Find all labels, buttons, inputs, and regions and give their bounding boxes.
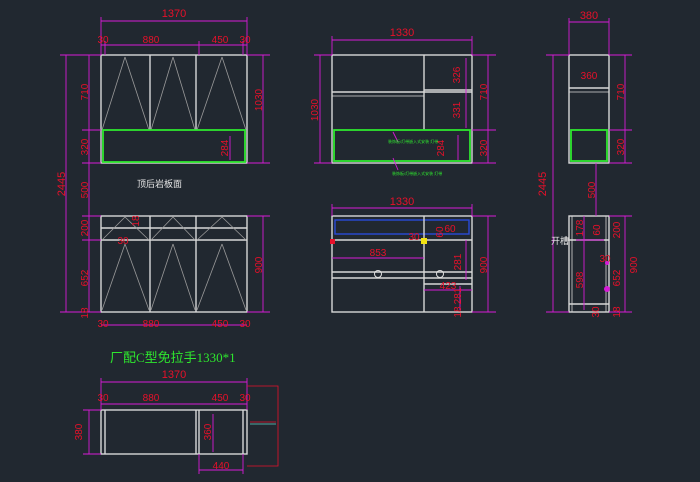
middle-top-dimension-lines bbox=[314, 36, 496, 171]
dim-plan-450: 450 bbox=[212, 393, 229, 404]
dim-plan-30a: 30 bbox=[97, 393, 109, 404]
side-green-box bbox=[570, 129, 608, 162]
dim-front-450: 450 bbox=[212, 35, 229, 46]
dim-mid-bot-18: 18 bbox=[453, 306, 464, 318]
dim-side-500: 500 bbox=[587, 181, 598, 198]
upper-cabinet-outline bbox=[100, 54, 248, 164]
dim-side-200: 200 bbox=[612, 221, 623, 238]
dim-plan-bottom: 440 bbox=[213, 461, 230, 472]
dim-front-bottom-450: 450 bbox=[212, 319, 229, 330]
dim-mid-top-left: 1030 bbox=[310, 98, 321, 121]
dim-front-total: 2445 bbox=[56, 172, 68, 196]
front-dimension-texts: 1370 30 880 450 30 710 320 500 200 652 1… bbox=[56, 8, 265, 330]
plan-view bbox=[100, 409, 248, 455]
dim-front-880: 880 bbox=[143, 35, 160, 46]
dim-front-652: 652 bbox=[80, 269, 91, 286]
lower-cabinet-outline bbox=[100, 215, 248, 313]
dim-side-width: 380 bbox=[580, 10, 598, 22]
dim-mid-bot-width: 1330 bbox=[390, 196, 414, 208]
dim-side-30: 30 bbox=[599, 254, 611, 265]
dim-side-18: 18 bbox=[612, 306, 623, 318]
middle-top-dimension-texts: 1330 1030 710 320 326 331 284 装饰板/灯带嵌入式安… bbox=[310, 27, 490, 176]
plan-dimension-texts: 1370 30 880 450 30 380 360 440 bbox=[74, 369, 251, 472]
front-view bbox=[100, 54, 248, 313]
dim-front-bottom-30: 30 bbox=[97, 319, 109, 330]
mid-top-note-1: 装饰板/灯带嵌入式安装 灯带 bbox=[388, 138, 438, 144]
dim-front-right-30: 30 bbox=[239, 35, 251, 46]
side-marker-dot-2 bbox=[605, 261, 609, 265]
dim-side-320: 320 bbox=[616, 138, 627, 155]
dim-front-width: 1370 bbox=[162, 8, 186, 20]
dim-mid-top-331: 331 bbox=[452, 101, 463, 118]
plan-red-outline bbox=[247, 385, 279, 467]
dim-front-bottom-right-30: 30 bbox=[239, 319, 251, 330]
dim-mid-bot-423: 423 bbox=[440, 281, 457, 292]
dim-front-upper: 1030 bbox=[254, 88, 265, 111]
middle-top-view bbox=[331, 54, 473, 164]
dim-plan-880: 880 bbox=[143, 393, 160, 404]
upper-open-shelf bbox=[102, 129, 246, 163]
dim-mid-bot-30: 30 bbox=[408, 232, 420, 243]
dim-side-30-bottom: 30 bbox=[591, 306, 602, 318]
dim-mid-top-326: 326 bbox=[452, 66, 463, 83]
dim-side-652: 652 bbox=[612, 269, 623, 286]
dim-mid-bot-60a: 60 bbox=[435, 226, 446, 238]
dim-side-900: 900 bbox=[629, 256, 640, 273]
middle-bottom-dimension-texts: 1330 853 423 60 60 281 281 18 900 30 bbox=[370, 196, 490, 318]
dim-front-200: 200 bbox=[80, 219, 91, 236]
red-marker bbox=[330, 239, 335, 244]
dim-front-lower: 900 bbox=[254, 256, 265, 273]
side-dimension-lines bbox=[546, 18, 632, 313]
dim-plan-inner-depth: 360 bbox=[203, 423, 214, 440]
dim-side-60: 60 bbox=[592, 224, 603, 236]
dim-plan-width: 1370 bbox=[162, 369, 186, 381]
mid-top-note-2: 装饰板/灯带嵌入式安装 灯带 bbox=[392, 170, 442, 176]
dim-front-320: 320 bbox=[80, 138, 91, 155]
dim-mid-bot-900: 900 bbox=[479, 256, 490, 273]
lower-door-diagonals bbox=[101, 216, 247, 311]
plan-dimension-lines bbox=[83, 378, 248, 474]
dim-front-500: 500 bbox=[80, 181, 91, 198]
dim-mid-bot-281a: 281 bbox=[453, 253, 464, 270]
dim-mid-top-width: 1330 bbox=[390, 27, 414, 39]
dim-mid-bot-853: 853 bbox=[370, 248, 387, 259]
dim-side-710: 710 bbox=[616, 83, 627, 100]
dim-mid-top-320: 320 bbox=[479, 139, 490, 156]
middle-bottom-dimension-lines bbox=[331, 204, 496, 313]
side-view bbox=[568, 54, 610, 313]
drawer-blue-box bbox=[334, 219, 470, 235]
side-open-label: 开槽 bbox=[551, 235, 569, 246]
side-marker-dot bbox=[604, 286, 610, 292]
dim-front-bottom-880: 880 bbox=[143, 319, 160, 330]
dim-mid-top-284: 284 bbox=[436, 139, 447, 156]
dim-side-total: 2445 bbox=[537, 172, 549, 196]
upper-door-diagonals bbox=[101, 56, 247, 131]
dim-side-598: 598 bbox=[575, 271, 586, 288]
dim-front-710: 710 bbox=[80, 83, 91, 100]
dim-plan-30b: 30 bbox=[239, 393, 251, 404]
side-dimension-texts: 380 360 710 320 2445 500 178 60 200 900 … bbox=[537, 10, 640, 318]
dim-plan-depth: 380 bbox=[74, 423, 85, 440]
front-stone-label: 顶后岩板面 bbox=[137, 178, 182, 189]
dim-front-inner-30: 30 bbox=[117, 236, 129, 247]
middle-top-green-box bbox=[333, 129, 471, 162]
yellow-marker bbox=[421, 238, 427, 244]
handle-hole-left bbox=[374, 270, 382, 278]
dim-front-18: 18 bbox=[80, 307, 91, 319]
dim-mid-top-710: 710 bbox=[479, 83, 490, 100]
front-dimension-lines bbox=[60, 17, 270, 326]
dim-side-178: 178 bbox=[575, 219, 586, 236]
dim-side-inner-width: 360 bbox=[581, 71, 598, 82]
middle-bottom-view bbox=[331, 215, 473, 313]
dim-mid-bot-60b: 60 bbox=[444, 224, 456, 235]
dim-front-284: 284 bbox=[220, 139, 231, 156]
dim-front-left-30: 30 bbox=[97, 35, 109, 46]
dim-mid-bot-281b: 281 bbox=[453, 287, 464, 304]
dim-front-inner-18: 18 bbox=[131, 215, 142, 227]
handle-hole-right bbox=[436, 270, 444, 278]
plan-title: 厂配C型免拉手1330*1 bbox=[110, 350, 236, 365]
